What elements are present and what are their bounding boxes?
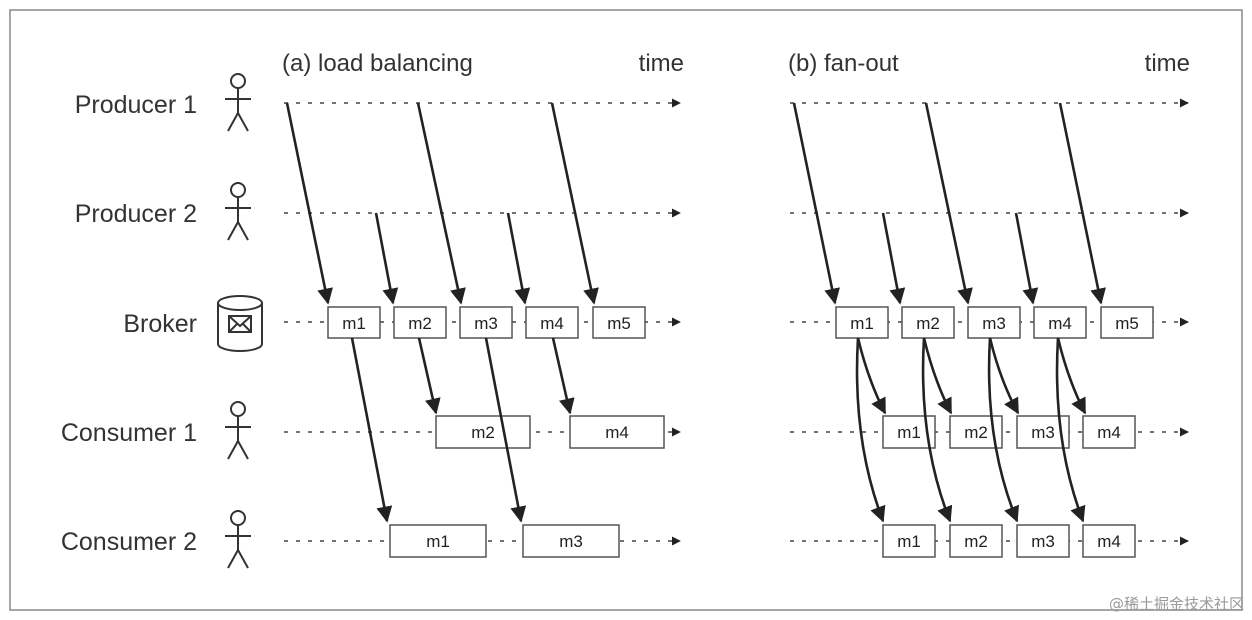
panel-a-arrow-m3-consumer-2 (484, 337, 527, 523)
panel-b-arrow-p1-m5 (1058, 102, 1106, 305)
panel-a-broker-m5-box (592, 306, 646, 339)
producer-1-label: Producer 1 (75, 91, 197, 119)
panel-b-title: (b) fan-out (788, 50, 899, 77)
panel-a-arrow-m1-consumer-2 (350, 337, 393, 523)
consumer-2-label: Consumer 2 (61, 528, 197, 556)
broker-label: Broker (123, 310, 197, 338)
panel-a-consumer-1-m2-box (435, 415, 531, 449)
producer-2-person-icon (225, 182, 251, 241)
panel-b-arrow-m2-consumer-1 (922, 337, 953, 415)
panel-a-consumer-2-m3-label: m3 (559, 532, 583, 551)
panel-b-broker-m2-label: m2 (916, 314, 940, 333)
panel-a-consumer-2-m3-box (522, 524, 620, 558)
panel-b-arrow-p2-m2 (881, 212, 906, 305)
panel-b-time-label: time (1145, 50, 1190, 77)
panel-b-broker-m5-label: m5 (1115, 314, 1139, 333)
panel-a-consumer-1-m2-label: m2 (471, 423, 495, 442)
watermark: @稀土掘金技术社区 (1108, 595, 1244, 613)
producer-1-person-icon (225, 73, 251, 132)
panel-a-broker-m4-box (525, 306, 579, 339)
panel-b-broker-m4-box (1033, 306, 1087, 339)
panel-a-time-label: time (639, 50, 684, 77)
panel-b-consumer-2-m4-label: m4 (1097, 532, 1121, 551)
panel-b-consumer-2-m1-box (882, 524, 936, 558)
panel-b-arrow-m2-consumer-2 (921, 337, 953, 523)
panel-b-arrow-m4-consumer-1 (1056, 337, 1087, 415)
panel-a-arrow-p1-m5 (550, 102, 599, 305)
panel-b-broker-m2-box (901, 306, 955, 339)
panel-b-arrow-p2-m4 (1014, 212, 1039, 305)
panel-a-broker-m5-label: m5 (607, 314, 631, 333)
panel-b-consumer-1-m3-label: m3 (1031, 423, 1055, 442)
panel-a-broker-m4-label: m4 (540, 314, 564, 333)
panel-b-consumer-1-m2-label: m2 (964, 423, 988, 442)
panel-b-consumer-2-m3-box (1016, 524, 1070, 558)
consumer-2-person-icon (225, 510, 251, 569)
panel-a-title: (a) load balancing (282, 50, 473, 77)
panel-b-consumer-2-m2-label: m2 (964, 532, 988, 551)
panel-a-broker-m2-box (393, 306, 447, 339)
panel-b-broker-m5-box (1100, 306, 1154, 339)
panel-b-consumer-2-m1-label: m1 (897, 532, 921, 551)
panel-b-consumer-2-m3-label: m3 (1031, 532, 1055, 551)
panel-b-consumer-1-m4-box (1082, 415, 1136, 449)
panel-b-arrow-m1-consumer-2 (855, 337, 886, 523)
panel-a-arrow-m2-consumer-1 (417, 337, 441, 415)
envelope-icon (228, 315, 252, 333)
panel-b-consumer-1-m1-label: m1 (897, 423, 921, 442)
panel-a-broker-m1-label: m1 (342, 314, 366, 333)
broker-database-icon (217, 295, 263, 352)
panel-a-arrow-p1-m1 (285, 102, 333, 305)
diagram-frame (9, 9, 1243, 611)
panel-b-broker-m3-box (967, 306, 1021, 339)
panel-b-broker-m1-label: m1 (850, 314, 874, 333)
panel-b-consumer-1-m4-label: m4 (1097, 423, 1121, 442)
panel-b-arrow-p1-m1 (792, 102, 840, 305)
consumer-1-label: Consumer 1 (61, 419, 197, 447)
panel-a-consumer-1-m4-label: m4 (605, 423, 629, 442)
consumer-1-person-icon (225, 401, 251, 460)
panel-b-arrow-p1-m3 (924, 102, 973, 305)
panel-a-broker-m1-box (327, 306, 381, 339)
panel-a-arrow-p2-m4 (506, 212, 531, 305)
panel-b-arrow-m4-consumer-2 (1055, 337, 1086, 523)
panel-b-broker-m4-label: m4 (1048, 314, 1072, 333)
producer-2-label: Producer 2 (75, 200, 197, 228)
panel-a-consumer-2-m1-label: m1 (426, 532, 450, 551)
panel-a-arrow-p2-m2 (374, 212, 399, 305)
panel-b-arrow-m1-consumer-1 (856, 337, 887, 415)
panel-b-broker-m3-label: m3 (982, 314, 1006, 333)
panel-b-arrow-m3-consumer-2 (987, 337, 1019, 523)
panel-a-consumer-2-m1-box (389, 524, 487, 558)
panel-b-consumer-2-m4-box (1082, 524, 1136, 558)
panel-b-arrow-m3-consumer-1 (988, 337, 1020, 415)
panel-b-broker-m1-box (835, 306, 889, 339)
panel-a-arrow-m4-consumer-1 (551, 337, 575, 415)
panel-a-broker-m2-label: m2 (408, 314, 432, 333)
panel-a-consumer-1-m4-box (569, 415, 665, 449)
panel-a-broker-m3-label: m3 (474, 314, 498, 333)
panel-b-consumer-2-m2-box (949, 524, 1003, 558)
panel-a-arrow-p1-m3 (416, 102, 466, 305)
panel-a-broker-m3-box (459, 306, 513, 339)
